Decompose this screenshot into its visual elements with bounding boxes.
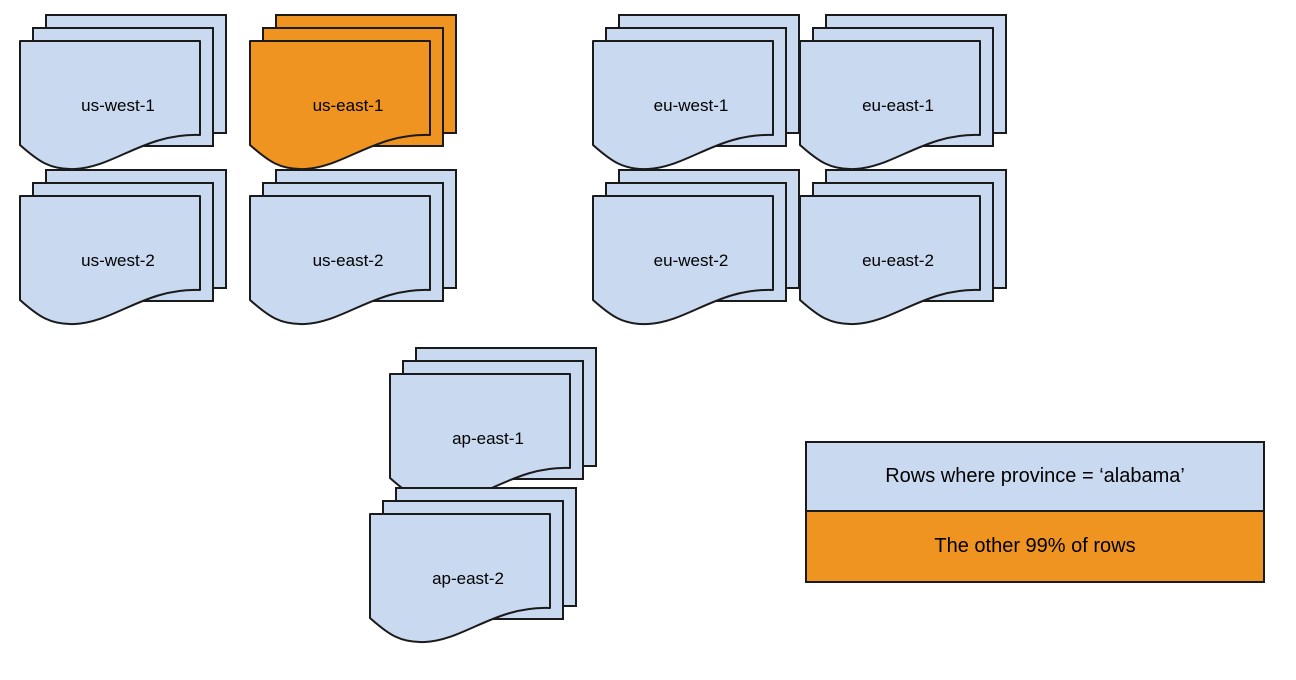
stack-sheet-front [249, 195, 431, 326]
stack-sheet-front [592, 40, 774, 171]
legend-item-other-rows: The other 99% of rows [807, 512, 1263, 581]
stack-sheet-front [19, 40, 201, 171]
document-stack-us-east-2[interactable]: us-east-2 [249, 169, 460, 330]
document-stack-shape [19, 169, 227, 326]
document-stack-eu-west-1[interactable]: eu-west-1 [592, 14, 803, 175]
document-stack-shape [389, 347, 597, 504]
stack-sheet-front [389, 373, 571, 504]
legend: Rows where province = ‘alabama’ The othe… [805, 441, 1265, 583]
stack-sheet-front [369, 513, 551, 644]
document-stack-eu-east-1[interactable]: eu-east-1 [799, 14, 1010, 175]
document-stack-shape [592, 169, 800, 326]
document-stack-shape [19, 14, 227, 171]
document-stack-shape [799, 169, 1007, 326]
stack-sheet-front [799, 195, 981, 326]
document-stack-shape [249, 169, 457, 326]
stack-sheet-front [592, 195, 774, 326]
legend-label-alabama-rows: Rows where province = ‘alabama’ [885, 465, 1185, 487]
stack-sheet-front [799, 40, 981, 171]
document-stack-us-west-1[interactable]: us-west-1 [19, 14, 230, 175]
document-stack-eu-west-2[interactable]: eu-west-2 [592, 169, 803, 330]
document-stack-shape [249, 14, 457, 171]
stack-sheet-front [249, 40, 431, 171]
document-stack-shape [369, 487, 577, 644]
stack-sheet-front [19, 195, 201, 326]
document-stack-ap-east-1[interactable]: ap-east-1 [389, 347, 600, 508]
legend-label-other-rows: The other 99% of rows [934, 535, 1136, 557]
document-stack-eu-east-2[interactable]: eu-east-2 [799, 169, 1010, 330]
document-stack-us-west-2[interactable]: us-west-2 [19, 169, 230, 330]
legend-item-alabama-rows: Rows where province = ‘alabama’ [807, 443, 1263, 512]
document-stack-ap-east-2[interactable]: ap-east-2 [369, 487, 580, 648]
document-stack-shape [592, 14, 800, 171]
document-stack-us-east-1[interactable]: us-east-1 [249, 14, 460, 175]
document-stack-shape [799, 14, 1007, 171]
